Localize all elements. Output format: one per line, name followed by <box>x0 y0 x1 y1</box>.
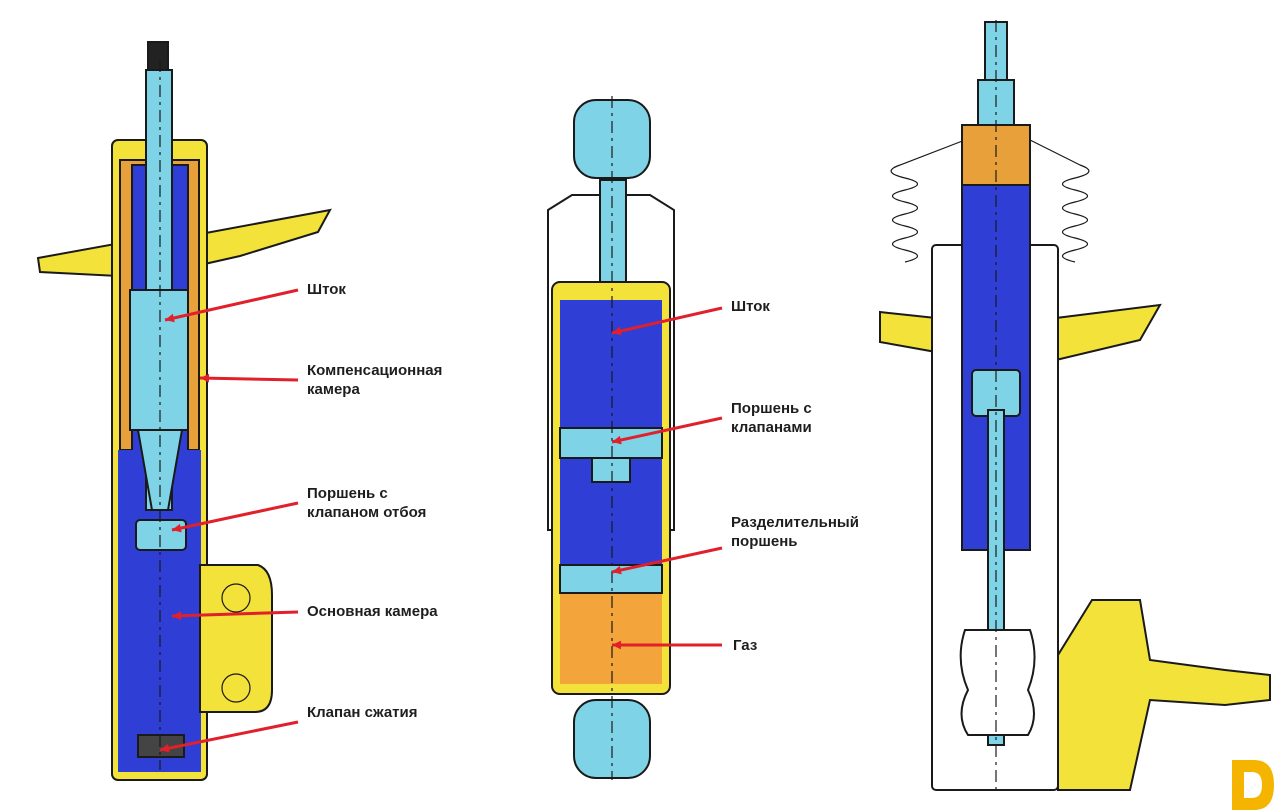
rod-top-cap <box>147 41 169 73</box>
callout-arrow <box>171 501 299 532</box>
separating-piston <box>559 564 663 594</box>
callout-label: Основная камера <box>307 603 438 620</box>
coil-spring-right <box>1029 139 1090 263</box>
spring-seat-3 <box>879 310 937 354</box>
callout-label: камера <box>307 381 360 398</box>
bump-stop <box>959 629 1036 736</box>
callout-arrowhead <box>172 523 182 533</box>
piston-with-valves <box>559 427 663 459</box>
callout-arrow <box>199 376 299 382</box>
callout-arrowhead <box>612 565 622 575</box>
spring-seat-3-right <box>1055 303 1162 362</box>
monotube-shock <box>547 96 675 780</box>
piston-nut <box>591 457 631 483</box>
callout-arrow <box>159 720 299 752</box>
callout-arrow <box>611 306 723 335</box>
callout-label: Клапан сжатия <box>307 704 417 721</box>
callout-arrowhead <box>612 326 622 336</box>
spring-seat-right <box>193 208 332 267</box>
callout-label: Разделительный <box>731 514 859 531</box>
bracket-hole-bottom <box>221 673 251 703</box>
gas-chamber <box>560 594 662 684</box>
callout-arrowhead <box>612 435 622 445</box>
callout-arrow <box>611 416 723 444</box>
callout-label: Компенсационная <box>307 362 442 379</box>
callout-label: Поршень с <box>731 400 812 417</box>
callout-label: поршень <box>731 533 798 550</box>
callout-arrowhead <box>160 743 170 753</box>
d-logo-icon <box>1232 760 1274 810</box>
callout-arrow <box>171 610 299 618</box>
callout-label: клапанами <box>731 419 812 436</box>
rebound-piston <box>135 519 187 551</box>
rod-guide <box>129 289 189 431</box>
steering-knuckle <box>1057 599 1271 791</box>
bracket-hole-top <box>221 583 251 613</box>
spring-seat <box>36 242 120 278</box>
callout-arrow <box>164 288 299 322</box>
callout-arrow <box>611 546 723 574</box>
coil-spring-left <box>890 139 966 263</box>
callout-label: клапаном отбоя <box>307 504 426 521</box>
callout-label: Шток <box>731 298 770 315</box>
callout-label: Шток <box>307 281 346 298</box>
callout-arrowhead <box>612 640 622 650</box>
callout-label: Поршень с <box>307 485 388 502</box>
twin-tube-strut <box>36 41 332 781</box>
callout-arrowhead <box>200 373 210 383</box>
mounting-bracket <box>199 564 273 713</box>
callout-label: Газ <box>733 637 757 654</box>
callout-arrowhead <box>172 611 182 621</box>
dust-cover <box>547 194 675 531</box>
spring-strut <box>879 20 1271 791</box>
callout-arrowhead <box>165 313 175 323</box>
